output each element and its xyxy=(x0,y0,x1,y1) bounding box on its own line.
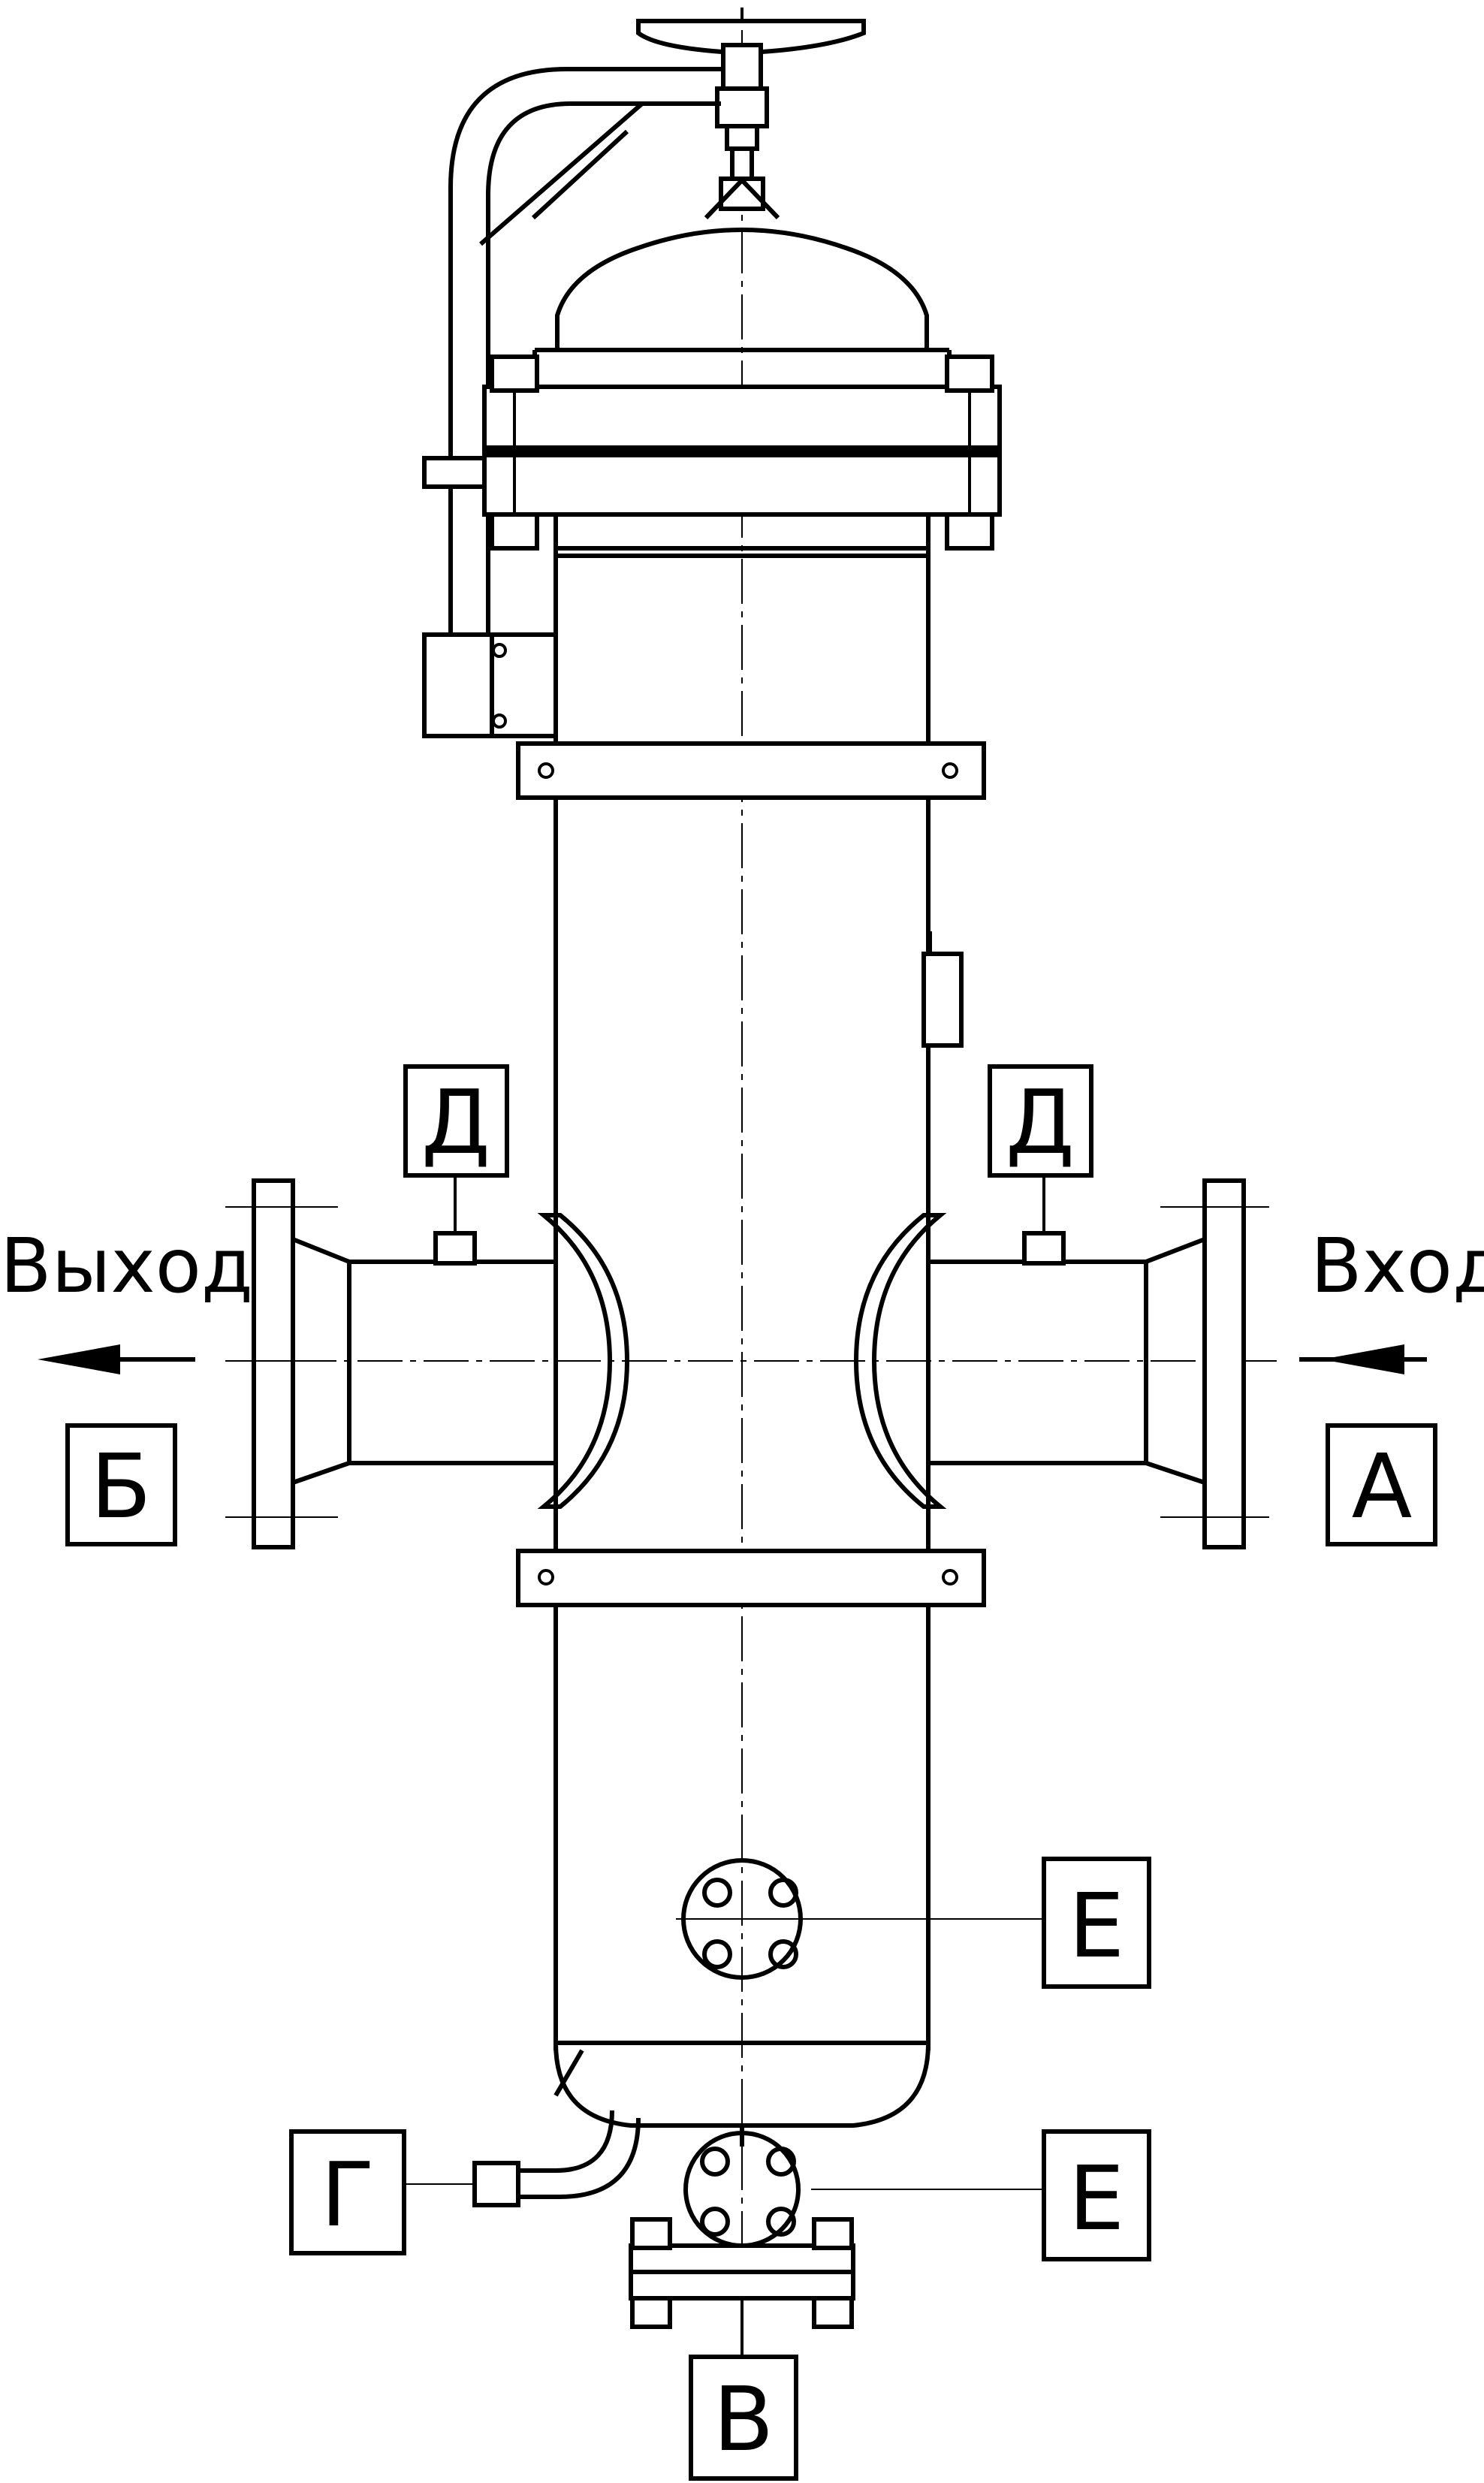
callout-side-drain: Г xyxy=(289,2129,406,2255)
inlet-nozzle xyxy=(853,1172,1277,1549)
outlet-nozzle xyxy=(225,1172,630,1549)
outlet-label: Выход xyxy=(0,1222,253,1310)
svg-text:Е: Е xyxy=(1069,1874,1125,1978)
hatch-upper xyxy=(676,1858,1044,1980)
svg-text:Д: Д xyxy=(421,1070,490,1174)
svg-text:Б: Б xyxy=(91,1435,152,1538)
outlet-arrow-icon xyxy=(38,1344,195,1374)
support-band-upper xyxy=(516,741,986,800)
hatch-bolt-icon xyxy=(702,1878,798,1969)
svg-text:Д: Д xyxy=(1006,1070,1075,1174)
callout-hatch-lower: Е xyxy=(1042,2129,1151,2261)
callout-bottom-drain: В xyxy=(689,2355,798,2481)
callout-inlet: А xyxy=(1326,1423,1437,1546)
callout-vent-left: Д xyxy=(403,1064,509,1178)
callout-outlet: Б xyxy=(65,1423,177,1546)
inlet-arrow-icon xyxy=(1299,1344,1427,1374)
callout-vent-right: Д xyxy=(988,1064,1093,1178)
svg-text:Е: Е xyxy=(1069,2147,1125,2250)
support-band-lower xyxy=(516,1549,986,1607)
svg-text:А: А xyxy=(1352,1435,1413,1538)
callout-hatch-upper: Е xyxy=(1042,1857,1151,1989)
inlet-label: Вход xyxy=(1311,1222,1484,1310)
svg-text:В: В xyxy=(713,2367,774,2471)
top-flange xyxy=(482,348,1002,551)
handwheel-icon xyxy=(636,8,866,220)
bottom-assembly xyxy=(406,2049,1044,2358)
level-indicator xyxy=(921,952,964,1048)
actuator-pipe xyxy=(422,67,721,738)
flange-bolt-icon xyxy=(490,354,994,551)
svg-text:Г: Г xyxy=(321,2143,375,2246)
